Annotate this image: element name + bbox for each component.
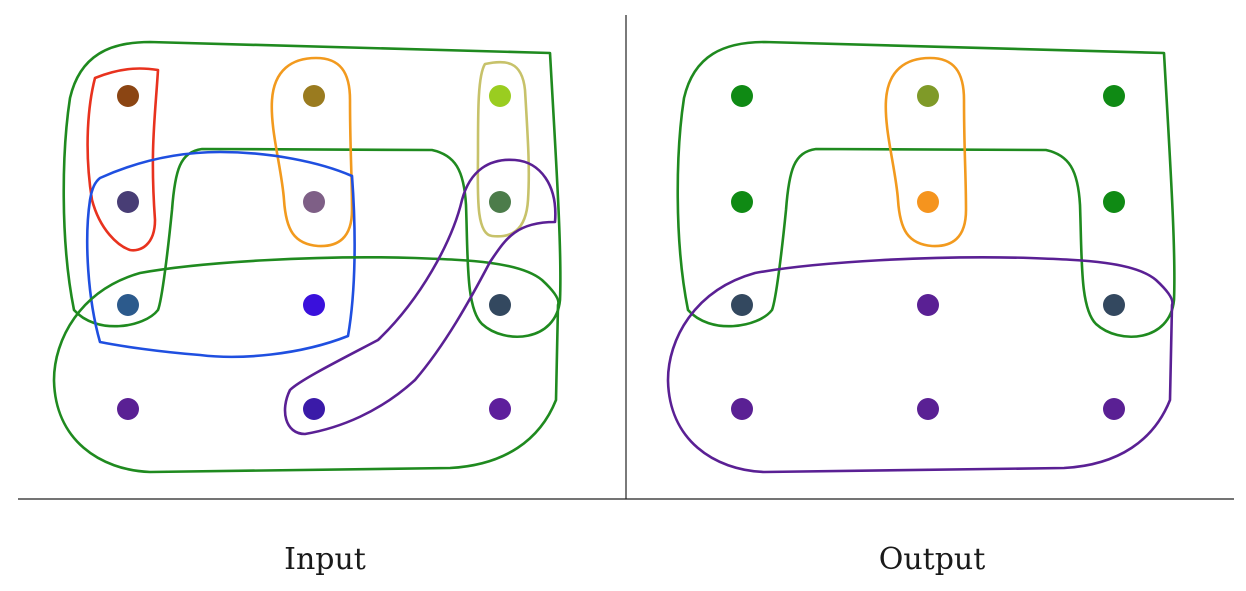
input-caption: Input xyxy=(284,542,366,577)
output-hyperedge-orange xyxy=(884,56,968,248)
output-node-r0c2 xyxy=(1103,85,1125,107)
output-node-r1c2 xyxy=(1103,191,1125,213)
input-hyperedge-blue xyxy=(85,150,356,359)
output-caption: Output xyxy=(878,542,986,577)
output-nodes xyxy=(731,85,1125,420)
input-node-r2c2 xyxy=(489,294,511,316)
input-hyperedge-teal xyxy=(283,158,557,436)
input-hyperedge-purple xyxy=(52,256,560,474)
input-node-r1c1 xyxy=(303,191,325,213)
output-node-r1c0 xyxy=(731,191,753,213)
input-panel xyxy=(52,40,562,474)
output-node-r3c0 xyxy=(731,398,753,420)
output-node-r2c1 xyxy=(917,294,939,316)
input-hyperedge-orange xyxy=(270,56,354,248)
output-hyperedges xyxy=(666,40,1176,474)
input-node-r1c0 xyxy=(117,191,139,213)
output-panel xyxy=(666,40,1176,474)
input-node-r3c1 xyxy=(303,398,325,420)
input-hyperedge-red xyxy=(86,67,160,252)
input-nodes xyxy=(117,85,511,420)
output-node-r2c2 xyxy=(1103,294,1125,316)
input-node-r0c0 xyxy=(117,85,139,107)
input-node-r1c2 xyxy=(489,191,511,213)
input-hyperedges xyxy=(52,40,562,474)
output-hyperedge-purple xyxy=(666,256,1174,474)
output-node-r0c0 xyxy=(731,85,753,107)
input-node-r0c2 xyxy=(489,85,511,107)
input-node-r2c0 xyxy=(117,294,139,316)
input-node-r3c2 xyxy=(489,398,511,420)
output-node-r3c2 xyxy=(1103,398,1125,420)
input-node-r0c1 xyxy=(303,85,325,107)
output-node-r3c1 xyxy=(917,398,939,420)
output-node-r2c0 xyxy=(731,294,753,316)
output-node-r1c1 xyxy=(917,191,939,213)
output-node-r0c1 xyxy=(917,85,939,107)
input-node-r3c0 xyxy=(117,398,139,420)
input-node-r2c1 xyxy=(303,294,325,316)
